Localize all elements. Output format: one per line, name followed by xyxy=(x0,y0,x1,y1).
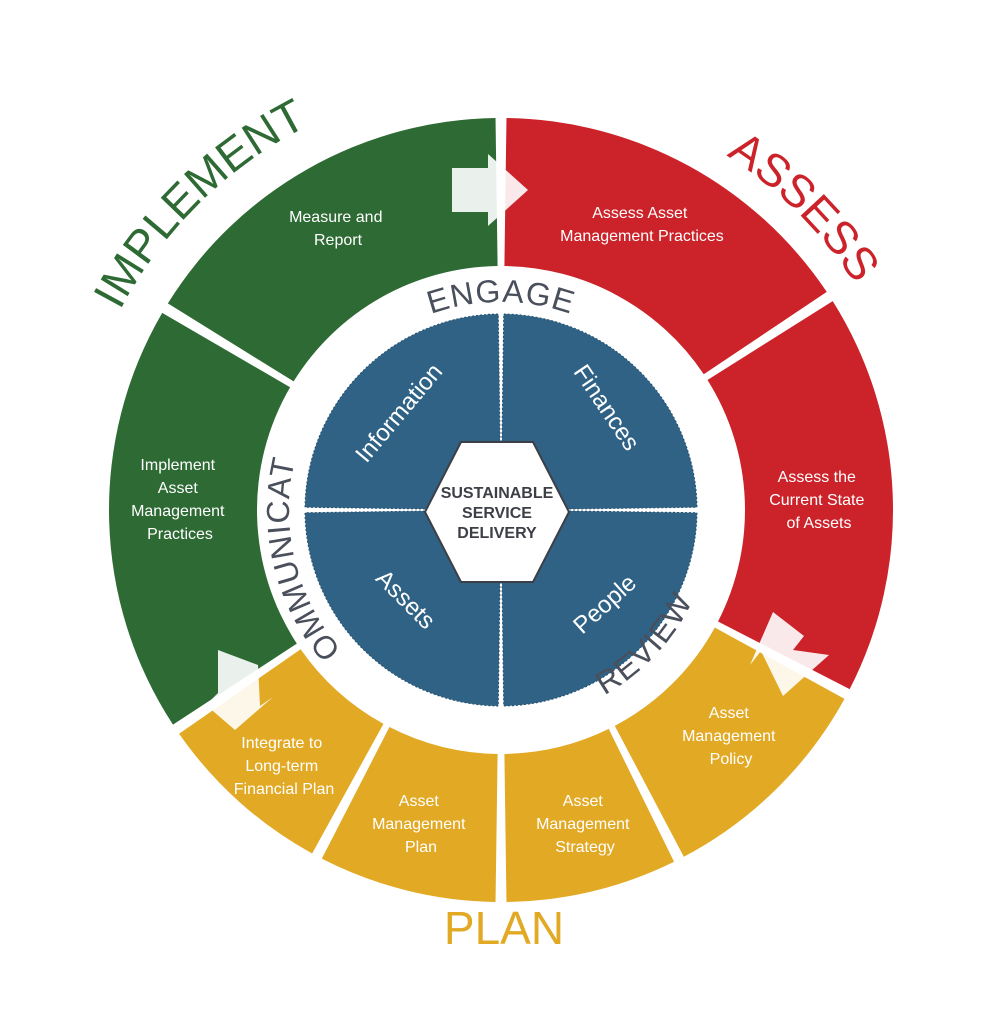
label-am-policy: Asset Management Policy xyxy=(682,705,780,768)
segment-implement-practices xyxy=(108,312,297,725)
label-measure-report: Measure and Report xyxy=(289,209,387,249)
segment-assess-current-state xyxy=(707,301,893,690)
label-assess-practices: Assess Asset Management Practices xyxy=(560,205,724,245)
segment-am-strategy xyxy=(504,728,675,902)
label-am-strategy: Asset Management Strategy xyxy=(536,793,634,856)
ring-word-engage: ENGAGE xyxy=(423,273,580,321)
arrow-plan-to-implement-icon xyxy=(206,650,273,730)
segment-measure-report xyxy=(167,118,498,382)
segment-assess-practices xyxy=(504,118,827,375)
center-hexagon xyxy=(423,441,571,583)
phase-plan: PLAN xyxy=(444,902,564,954)
label-assess-current-state: Assess the Current State of Assets xyxy=(769,469,869,532)
segment-am-plan xyxy=(321,727,498,902)
quadrant-people xyxy=(500,509,698,707)
center-line-3: DELIVERY xyxy=(457,525,537,542)
center-line-2: SERVICE xyxy=(462,505,532,522)
arrow-assess-to-plan-icon xyxy=(750,612,829,696)
transition-arrows xyxy=(206,154,829,730)
label-am-plan: Asset Management Plan xyxy=(372,793,470,856)
quadrant-finances xyxy=(500,313,698,511)
arrow-implement-to-assess-icon xyxy=(452,154,528,226)
center-line-1: SUSTAINABLE xyxy=(441,485,554,502)
label-implement-practices: Implement Asset Management Practices xyxy=(131,457,229,543)
label-integrate-financial-plan: Integrate to Long-term Financial Plan xyxy=(234,735,335,798)
center-label: SUSTAINABLE SERVICE DELIVERY xyxy=(441,485,554,542)
